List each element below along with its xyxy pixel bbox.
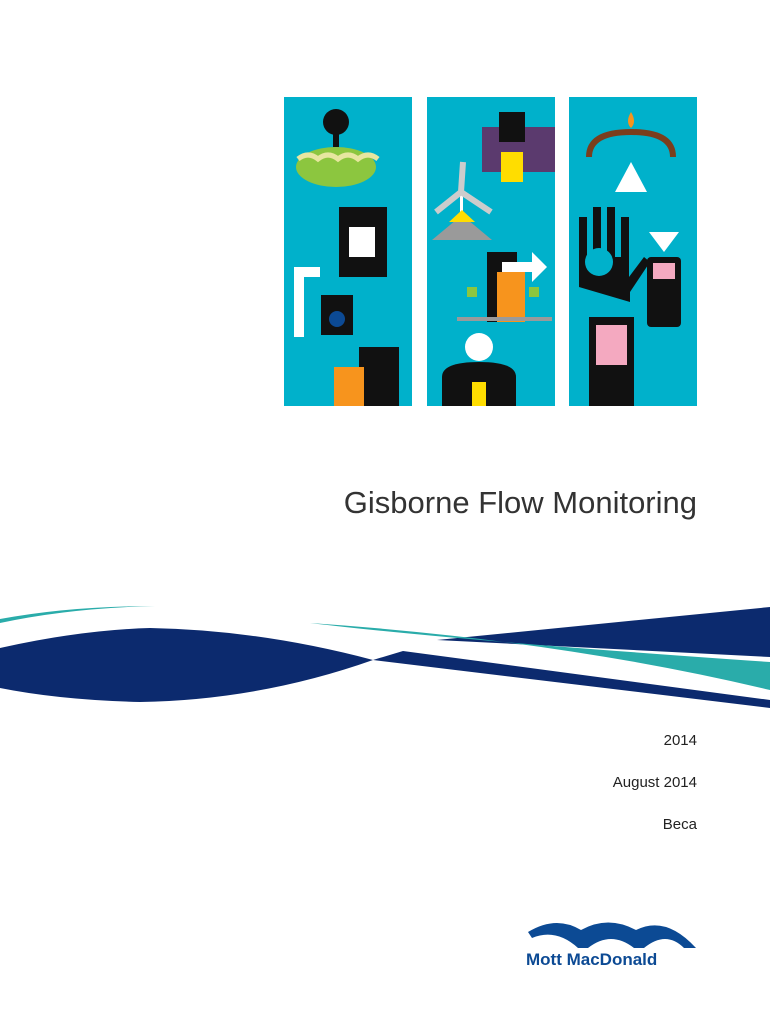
logo-arches-icon — [528, 922, 696, 948]
mott-macdonald-logo: Mott MacDonald — [526, 910, 701, 970]
community-icons — [579, 112, 681, 406]
document-date: August 2014 — [612, 774, 697, 791]
illustration-panel-middle — [427, 97, 555, 406]
infrastructure-icons — [294, 109, 399, 406]
document-client: Beca — [662, 816, 697, 833]
document-year: 2014 — [663, 732, 697, 749]
document-title: Gisborne Flow Monitoring — [343, 485, 697, 520]
illustration-panel-right — [569, 97, 697, 406]
transport-energy-icons — [432, 112, 555, 406]
logo-wordmark: Mott MacDonald — [526, 950, 658, 969]
illustration-panel-left — [284, 97, 412, 406]
